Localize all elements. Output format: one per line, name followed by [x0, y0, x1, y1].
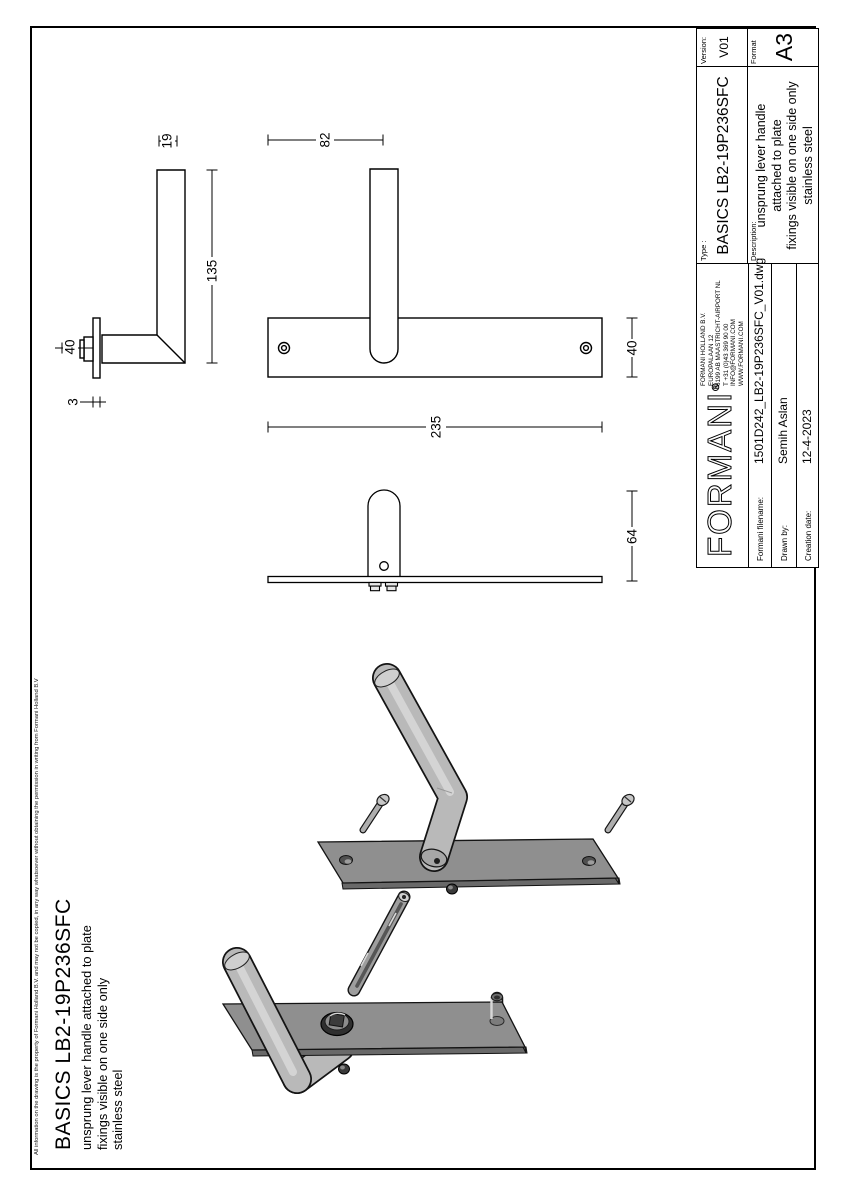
exploded-spindle: [347, 890, 411, 997]
exploded-upper-plate: [316, 838, 621, 890]
dim-standoff: 40: [63, 339, 78, 354]
version-cell: Version: V01: [697, 27, 747, 67]
description-cell: Description: unsprung lever handle attac…: [747, 67, 820, 264]
side-view: 19 135 40 3: [55, 133, 220, 408]
filename-cell: Formani filename: 1501D242_LB2-19P236SFC…: [748, 258, 771, 567]
drawn-by-cell: Drawn by: Semih Aslan: [771, 264, 796, 567]
dim-plate-thickness: 3: [66, 398, 81, 406]
sheet-frame: [30, 26, 816, 1170]
exploded-handle-lower-grip: [222, 947, 312, 1094]
formani-logo: FORMANI®: [701, 381, 739, 557]
drawn-by-value: Semih Aslan: [776, 397, 790, 464]
creation-date-label: Creation date:: [804, 510, 813, 561]
logo-cell: FORMANI® FORMANI HOLLAND B.V. EUROPALAAN…: [697, 264, 748, 567]
format-cell: Format A3: [747, 27, 820, 67]
title-block: FORMANI® FORMANI HOLLAND B.V. EUROPALAAN…: [696, 28, 819, 568]
format-label: Format: [749, 40, 758, 64]
dim-plate-width: 40: [625, 340, 640, 355]
company-address: FORMANI HOLLAND B.V. EUROPALAAN 12 6199 …: [700, 280, 745, 386]
exploded-nut-upper: [446, 883, 458, 895]
exploded-view: [221, 663, 635, 1094]
exploded-screw-left: [359, 793, 390, 834]
filename-label: Formani filename:: [756, 496, 765, 561]
description-value: unsprung lever handle attached to plate …: [754, 81, 815, 250]
creation-date-value: 12-4-2023: [800, 409, 814, 464]
exploded-nut-lower: [338, 1063, 350, 1075]
version-label: Version:: [699, 36, 708, 64]
type-label: Type :: [699, 240, 708, 261]
filename-value: 1501D242_LB2-19P236SFC_V01.dwg: [752, 257, 766, 464]
exploded-screw-right: [604, 793, 635, 834]
dim-pivot-offset: 82: [318, 132, 333, 147]
edge-view: 64: [267, 489, 640, 592]
front-view: 82 40 235: [267, 132, 640, 439]
creation-date-cell: Creation date: 12-4-2023: [796, 264, 820, 567]
dim-grip-length: 135: [205, 260, 220, 283]
version-value: V01: [717, 36, 731, 58]
dim-plate-length: 235: [429, 416, 444, 439]
exploded-bearing: [320, 1011, 354, 1037]
type-cell: Type : BASICS LB2-19P236SFC: [697, 67, 747, 264]
exploded-handle-upper: [372, 663, 468, 872]
dim-grip-width: 19: [160, 133, 175, 148]
format-value: A3: [771, 32, 797, 62]
type-value: BASICS LB2-19P236SFC: [715, 76, 732, 255]
drawn-by-label: Drawn by:: [780, 524, 789, 561]
dim-grip-height: 64: [625, 529, 640, 545]
